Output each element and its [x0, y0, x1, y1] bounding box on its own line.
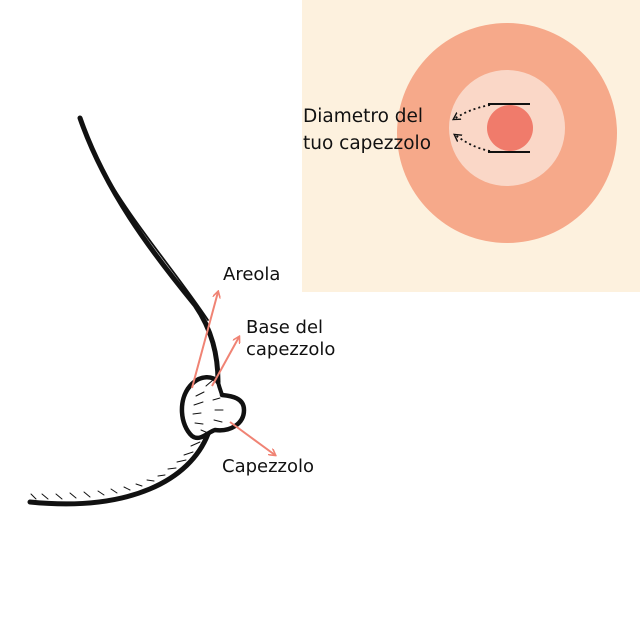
nipple-base-pointer — [211, 337, 239, 387]
diameter-dotted-arrow-bottom — [455, 135, 491, 152]
breast-lower-line — [27, 431, 211, 507]
diameter-label-line1: Diametro del — [303, 106, 424, 127]
nipple-pointer — [229, 421, 275, 455]
nipple-outline — [179, 375, 247, 441]
nipple-circle — [487, 105, 533, 151]
areola-pointer — [191, 292, 218, 389]
skin-texture — [30, 379, 224, 500]
diameter-dotted-arrow-top — [454, 104, 491, 119]
areola-label: Areola — [223, 264, 281, 285]
nipple-base-line — [216, 380, 224, 397]
nipple-base-label: Base del capezzolo — [246, 317, 335, 361]
label-pointers — [191, 292, 275, 455]
nipple-diameter-inset — [302, 0, 640, 292]
breast-outer-line — [77, 115, 221, 385]
diameter-label: Diametro del tuo capezzolo — [303, 103, 431, 157]
diameter-label-line2: tuo capezzolo — [303, 133, 432, 154]
nipple-base-label-line1: Base del — [246, 317, 324, 338]
nipple-base-label-line2: capezzolo — [246, 339, 336, 360]
nipple-label: Capezzolo — [222, 456, 315, 477]
breast-inner-line — [91, 149, 209, 321]
